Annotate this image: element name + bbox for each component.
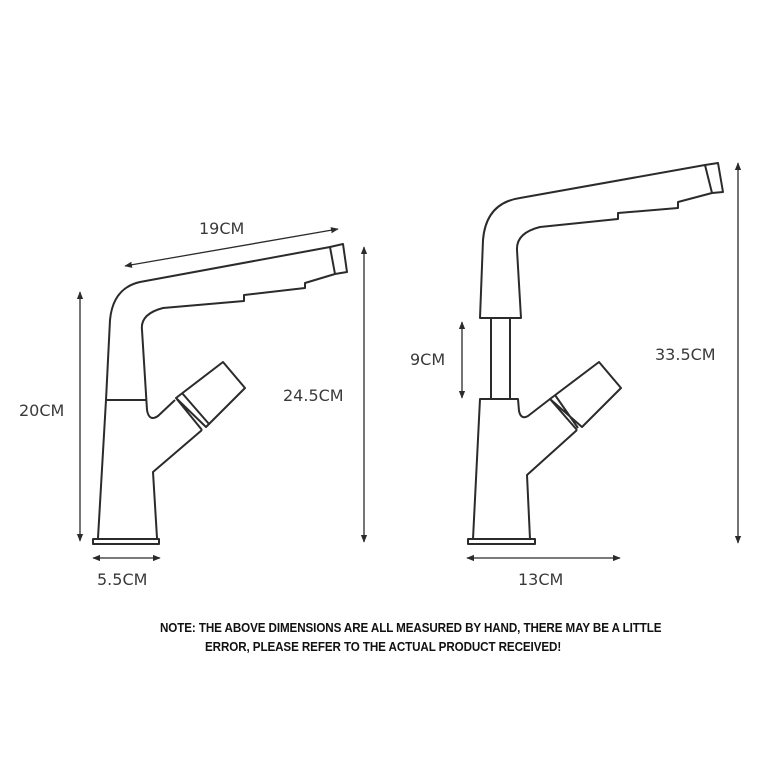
left-faucet-drawing bbox=[92, 243, 348, 545]
label-pull-up-height: 9CM bbox=[410, 350, 445, 369]
dimension-arrow-spout-length bbox=[124, 227, 339, 268]
label-reach-width: 13CM bbox=[518, 570, 563, 589]
label-base-width: 5.5CM bbox=[97, 570, 147, 589]
right-faucet-handle bbox=[549, 361, 622, 431]
right-faucet-nozzle bbox=[704, 162, 724, 194]
label-spout-length: 19CM bbox=[199, 219, 244, 238]
label-body-height: 20CM bbox=[19, 401, 64, 420]
left-faucet-lower-body bbox=[97, 399, 203, 539]
left-faucet-handle bbox=[175, 361, 246, 431]
label-right-total-height: 33.5CM bbox=[655, 345, 716, 364]
left-faucet-base bbox=[92, 538, 160, 545]
right-faucet-lower-body bbox=[472, 398, 578, 540]
note-line-2: ERROR, PLEASE REFER TO THE ACTUAL PRODUC… bbox=[205, 640, 562, 654]
right-faucet-pull-tube bbox=[490, 317, 511, 400]
right-faucet-upper-body bbox=[479, 164, 713, 319]
label-left-total-height: 24.5CM bbox=[283, 386, 344, 405]
right-faucet-base bbox=[467, 538, 536, 545]
note-line-1: NOTE: THE ABOVE DIMENSIONS ARE ALL MEASU… bbox=[160, 621, 662, 635]
left-faucet-upper-body bbox=[105, 246, 336, 419]
right-faucet-drawing bbox=[467, 162, 724, 545]
